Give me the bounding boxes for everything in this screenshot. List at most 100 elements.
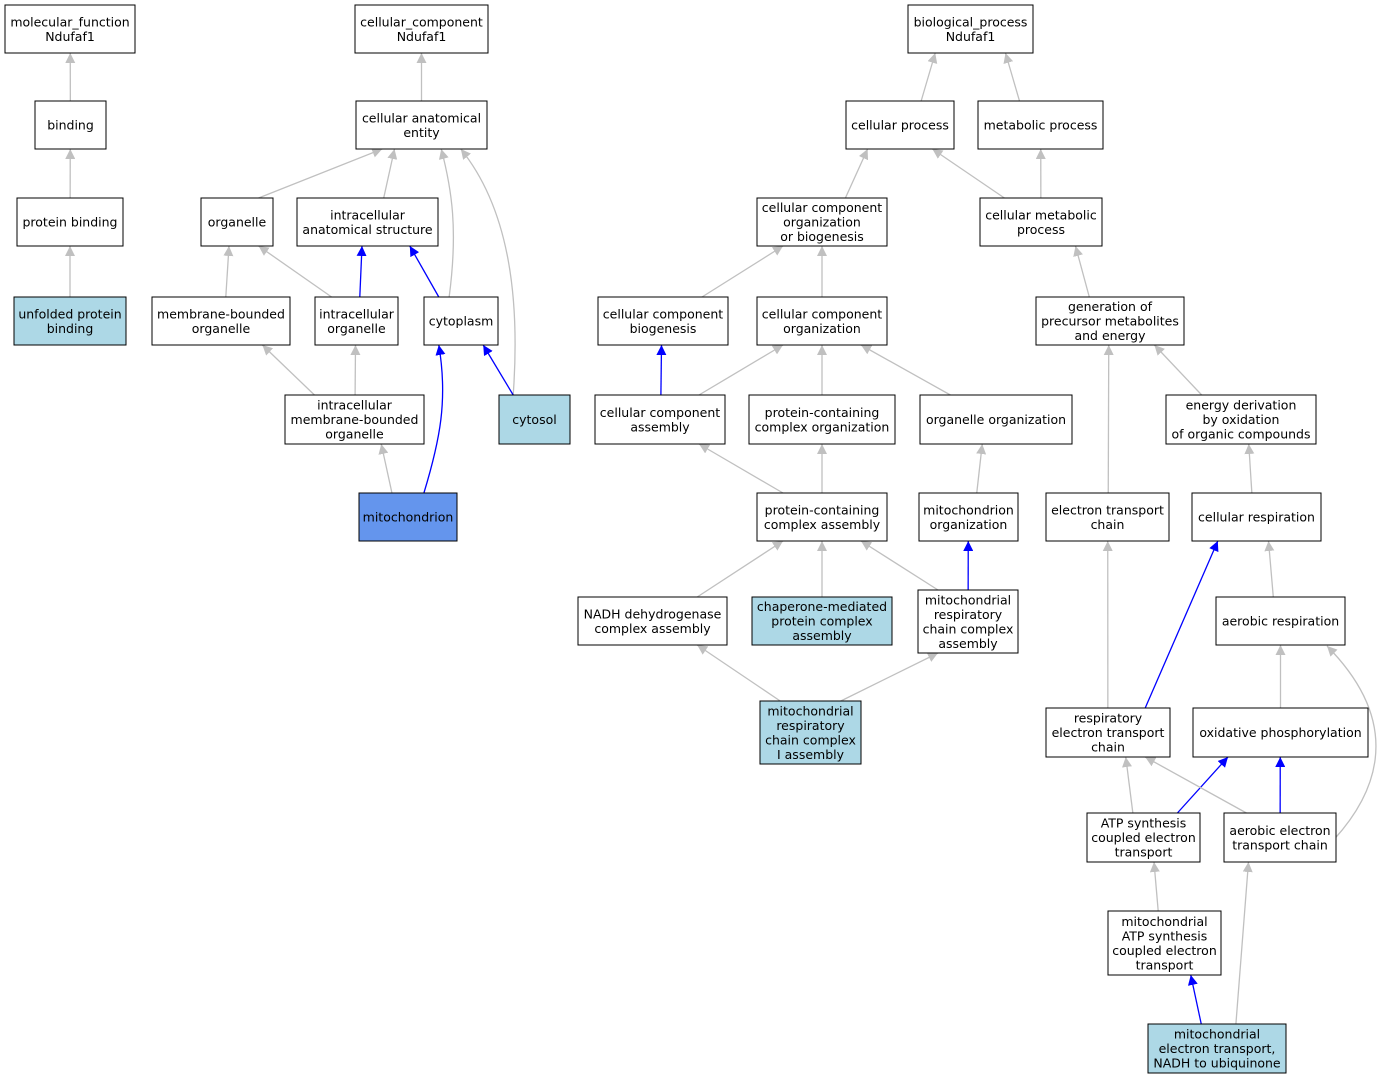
node-box[interactable] bbox=[423, 296, 499, 346]
node-label-line: organelle bbox=[192, 321, 251, 336]
node-label-line: I assembly bbox=[777, 747, 845, 762]
node-box[interactable] bbox=[979, 197, 1103, 247]
node-box[interactable] bbox=[919, 394, 1073, 445]
node-label-line: binding bbox=[47, 321, 94, 336]
node-box[interactable] bbox=[759, 700, 862, 765]
node-box[interactable] bbox=[314, 296, 399, 346]
node-box[interactable] bbox=[756, 296, 888, 346]
node-box[interactable] bbox=[284, 394, 425, 445]
node-mp[interactable]: metabolic process bbox=[977, 100, 1104, 150]
node-label-line: assembly bbox=[630, 419, 690, 434]
node-box[interactable] bbox=[845, 100, 955, 150]
edge-line bbox=[1122, 756, 1134, 814]
node-label-line: process bbox=[1017, 222, 1065, 237]
node-organelle[interactable]: organelle bbox=[200, 197, 274, 247]
node-box[interactable] bbox=[1192, 707, 1369, 758]
node-box[interactable] bbox=[4, 4, 136, 54]
node-op[interactable]: oxidative phosphorylation bbox=[1192, 707, 1369, 758]
node-box[interactable] bbox=[34, 100, 107, 150]
node-label-line: membrane-bounded bbox=[157, 306, 285, 321]
node-oo[interactable]: organelle organization bbox=[919, 394, 1073, 445]
node-box[interactable] bbox=[1107, 910, 1222, 976]
node-box[interactable] bbox=[296, 197, 439, 247]
edge-metnu-to-matpset bbox=[1187, 974, 1202, 1025]
node-box[interactable] bbox=[1223, 812, 1337, 863]
node-box[interactable] bbox=[756, 492, 888, 542]
node-box[interactable] bbox=[1191, 492, 1322, 542]
node-box[interactable] bbox=[577, 596, 728, 646]
node-box[interactable] bbox=[358, 492, 458, 542]
node-box[interactable] bbox=[917, 589, 1019, 654]
node-box[interactable] bbox=[1147, 1023, 1287, 1074]
node-box[interactable] bbox=[13, 296, 127, 346]
node-label-line: cellular component bbox=[762, 200, 882, 215]
edge-ar-to-cr bbox=[1264, 540, 1275, 598]
node-box[interactable] bbox=[751, 596, 893, 646]
node-box[interactable] bbox=[1035, 296, 1185, 346]
node-box[interactable] bbox=[355, 100, 488, 150]
node-cytosol[interactable]: cytosol bbox=[498, 394, 571, 445]
node-box[interactable] bbox=[151, 296, 291, 346]
node-box[interactable] bbox=[1165, 394, 1317, 445]
node-box[interactable] bbox=[597, 296, 729, 346]
node-box[interactable] bbox=[907, 4, 1034, 54]
edge-line bbox=[1144, 540, 1219, 709]
node-box[interactable] bbox=[918, 492, 1019, 542]
node-box[interactable] bbox=[200, 197, 274, 247]
node-protein_binding[interactable]: protein binding bbox=[16, 197, 124, 247]
node-box[interactable] bbox=[756, 197, 888, 247]
node-box[interactable] bbox=[1215, 596, 1346, 646]
node-box[interactable] bbox=[748, 394, 896, 445]
node-box[interactable] bbox=[977, 100, 1104, 150]
node-cytoplasm[interactable]: cytoplasm bbox=[423, 296, 499, 346]
edge-line bbox=[844, 148, 869, 199]
node-box[interactable] bbox=[1045, 707, 1171, 758]
node-mitochondrion[interactable]: mitochondrion bbox=[358, 492, 458, 542]
node-box[interactable] bbox=[594, 394, 726, 445]
node-box[interactable] bbox=[354, 4, 489, 54]
node-box[interactable] bbox=[1086, 812, 1201, 863]
edge-line bbox=[698, 443, 784, 494]
node-label-line: cellular_component bbox=[360, 14, 483, 29]
node-box[interactable] bbox=[16, 197, 124, 247]
node-cr[interactable]: cellular respiration bbox=[1191, 492, 1322, 542]
node-ar[interactable]: aerobic respiration bbox=[1215, 596, 1346, 646]
node-label-line: organelle bbox=[327, 321, 386, 336]
edge-cca-to-cco bbox=[698, 344, 784, 396]
edge-mitochondrion-to-cytoplasm bbox=[423, 344, 446, 494]
node-binding[interactable]: binding bbox=[34, 100, 107, 150]
node-cp[interactable]: cellular process bbox=[845, 100, 955, 150]
node-box[interactable] bbox=[1045, 492, 1170, 542]
edge-metnu-to-aetc bbox=[1235, 861, 1253, 1025]
node-box[interactable] bbox=[498, 394, 571, 445]
